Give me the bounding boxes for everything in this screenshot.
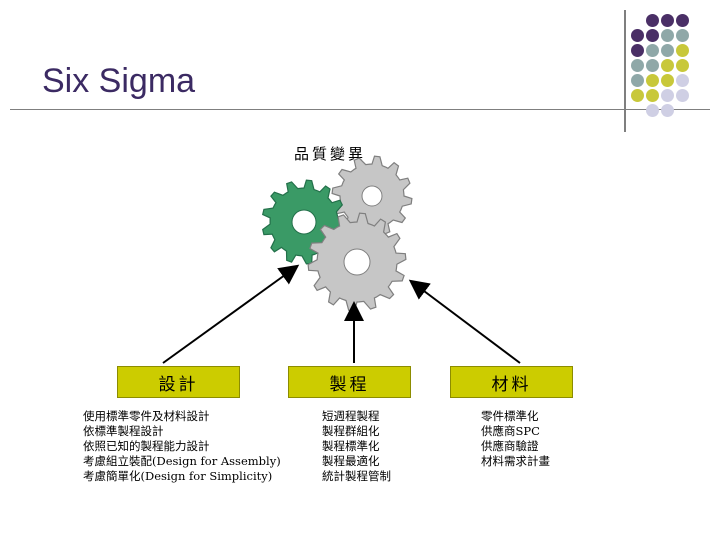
list-item: 供應商SPC: [481, 424, 540, 438]
design-item-list: 使用標準零件及材料設計 依標準製程設計 依照已知的製程能力設計 考慮組立裝配(D…: [83, 409, 281, 484]
list-item: 零件標準化: [481, 409, 539, 423]
category-box-design: 設計: [117, 366, 240, 398]
decorative-dot: [676, 44, 689, 57]
decorative-dot: [646, 44, 659, 57]
list-item: 製程最適化: [322, 454, 380, 468]
list-item: 統計製程管制: [322, 469, 391, 483]
decorative-dot: [661, 44, 674, 57]
decorative-dot: [631, 74, 644, 87]
decorative-dot: [676, 14, 689, 27]
slide-title: Six Sigma: [42, 62, 196, 100]
decorative-dot: [631, 89, 644, 102]
decorative-dot: [646, 14, 659, 27]
decorative-dot: [646, 89, 659, 102]
quality-variation-label: 品質變異: [294, 145, 367, 163]
decorative-dot: [676, 59, 689, 72]
decorative-vertical-line: [624, 10, 626, 132]
list-item: 短週程製程: [322, 409, 380, 423]
arrow-from-design: [162, 264, 300, 364]
list-item: 考慮簡單化(Design for Simplicity): [83, 469, 273, 483]
decorative-dot: [676, 74, 689, 87]
decorative-horizontal-line: [10, 109, 710, 110]
decorative-dot: [631, 59, 644, 72]
decorative-dot: [646, 104, 659, 117]
list-item: 製程群組化: [322, 424, 380, 438]
list-item: 依照已知的製程能力設計: [83, 439, 210, 453]
material-item-list: 零件標準化 供應商SPC 供應商驗證 材料需求計畫: [481, 409, 550, 469]
list-item: 依標準製程設計: [83, 424, 164, 438]
category-box-material: 材料: [450, 366, 573, 398]
gear-hole: [343, 248, 371, 276]
list-item: 供應商驗證: [481, 439, 539, 453]
decorative-dot: [646, 29, 659, 42]
decorative-dot: [661, 74, 674, 87]
decorative-dot: [676, 29, 689, 42]
gear-hole: [361, 185, 383, 207]
decorative-dot: [661, 104, 674, 117]
decorative-dot: [631, 44, 644, 57]
decorative-dot: [676, 89, 689, 102]
process-item-list: 短週程製程 製程群組化 製程標準化 製程最適化 統計製程管制: [322, 409, 391, 484]
decorative-dot: [646, 74, 659, 87]
list-item: 使用標準零件及材料設計: [83, 409, 210, 423]
decorative-dot: [646, 59, 659, 72]
arrow-from-material: [408, 279, 521, 364]
gear-hole: [291, 209, 317, 235]
decorative-dot: [661, 14, 674, 27]
decorative-dot: [631, 29, 644, 42]
decorative-dot: [661, 89, 674, 102]
decorative-dot: [661, 59, 674, 72]
list-item: 製程標準化: [322, 439, 380, 453]
list-item: 考慮組立裝配(Design for Assembly): [83, 454, 281, 468]
category-box-process: 製程: [288, 366, 411, 398]
decorative-dot: [661, 29, 674, 42]
list-item: 材料需求計畫: [481, 454, 550, 468]
